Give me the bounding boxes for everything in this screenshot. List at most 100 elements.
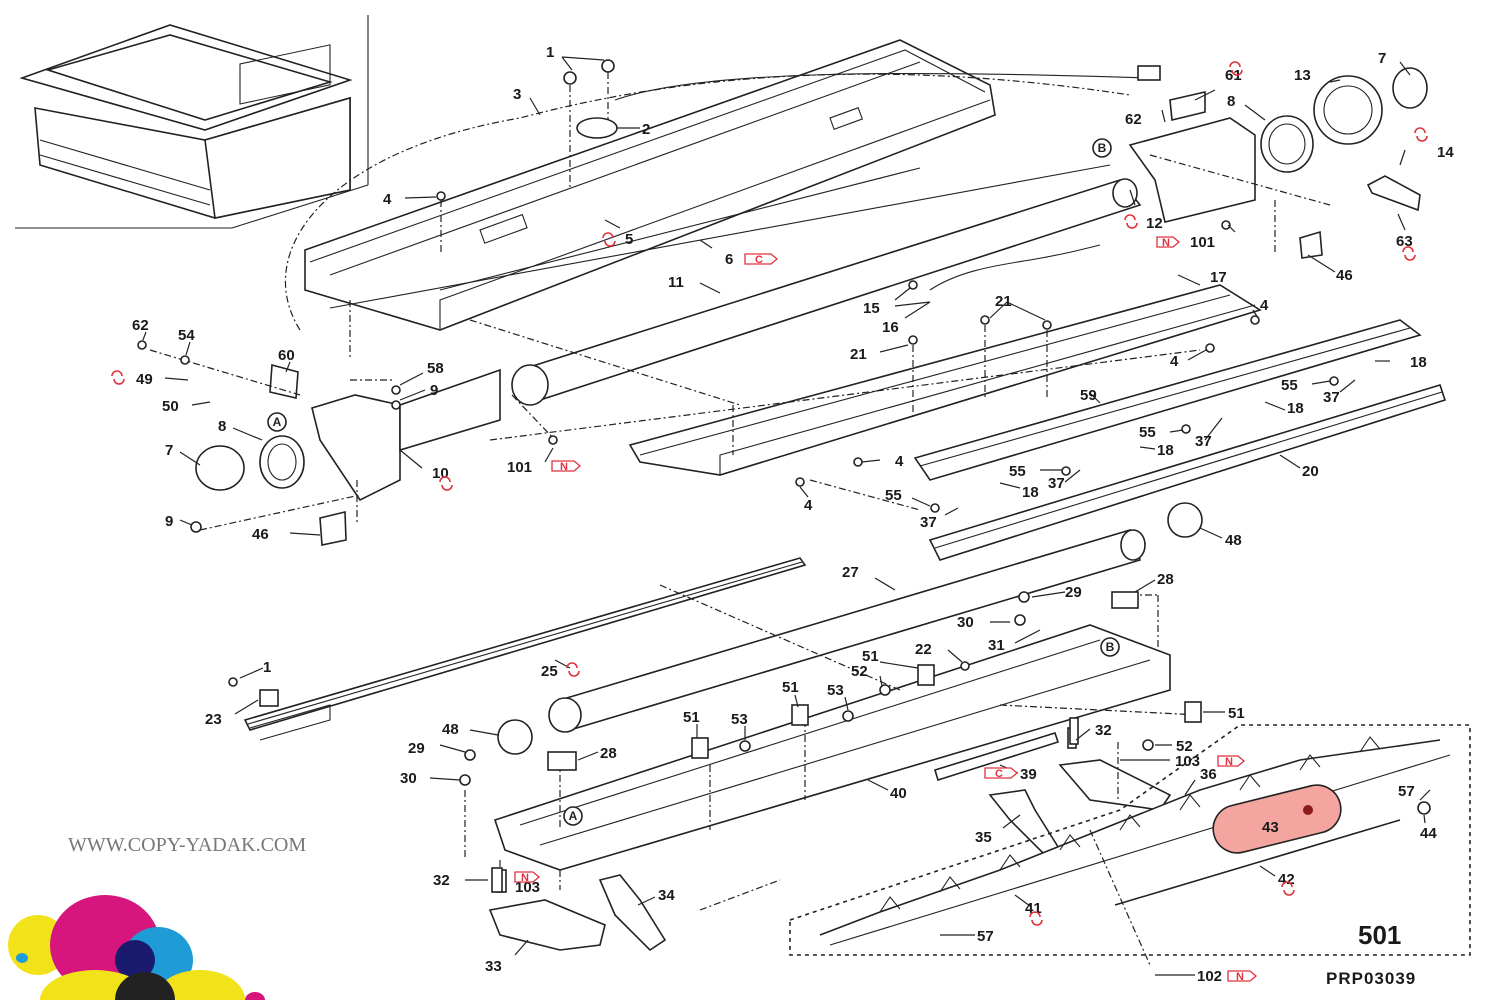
label-part-102: 102	[1197, 968, 1222, 985]
label-part-18: 18	[1287, 400, 1304, 417]
label-part-55: 55	[885, 487, 902, 504]
part-6-shaft	[439, 167, 921, 291]
cmyk-logo	[8, 895, 265, 1000]
label-part-9: 9	[430, 382, 438, 399]
label-part-4: 4	[1260, 297, 1269, 314]
label-part-3: 3	[513, 86, 521, 103]
label-part-37: 37	[1048, 475, 1065, 492]
label-part-37: 37	[1195, 433, 1212, 450]
part-17-bracket	[628, 244, 1262, 476]
label-part-25: 25	[541, 663, 558, 680]
label-part-4: 4	[383, 191, 392, 208]
label-part-29: 29	[408, 740, 425, 757]
part-20-rail	[928, 384, 1447, 561]
label-part-5: 5	[625, 231, 633, 248]
part-40-lower-frame	[493, 624, 1171, 871]
circled-ref-A-lower: A	[563, 806, 583, 826]
reference-code: PRP03039	[1326, 969, 1416, 988]
part-10-left-bracket	[195, 363, 501, 546]
label-part-57: 57	[977, 928, 994, 945]
label-part-54: 54	[178, 327, 195, 344]
label-part-53: 53	[827, 682, 844, 699]
label-part-103: 103	[515, 879, 540, 896]
n-badge: N	[1156, 236, 1181, 249]
c-badge: C	[984, 767, 1019, 780]
label-part-32: 32	[1095, 722, 1112, 739]
label-part-63: 63	[1396, 233, 1413, 250]
label-part-29: 29	[1065, 584, 1082, 601]
cycle-icon	[566, 662, 580, 677]
part-44-washer	[1417, 801, 1431, 815]
group-501-boundary	[789, 724, 1471, 956]
cycle-icon	[1281, 881, 1295, 896]
label-part-8: 8	[1227, 93, 1235, 110]
n-badge: N	[1227, 970, 1258, 983]
cycle-badges	[111, 61, 1428, 926]
label-part-39: 39	[1020, 766, 1037, 783]
label-part-1: 1	[263, 659, 271, 676]
label-part-46: 46	[252, 526, 269, 543]
label-part-4: 4	[1170, 353, 1179, 370]
label-part-30: 30	[957, 614, 974, 631]
part-27-roller	[497, 502, 1203, 755]
lower-lever-assemblies	[488, 727, 1172, 952]
c-badge: C	[744, 253, 779, 266]
label-part-60: 60	[278, 347, 295, 364]
label-part-50: 50	[162, 398, 179, 415]
assembly-lines	[149, 154, 1331, 966]
cycle-icon	[1402, 246, 1416, 261]
part-59-guide	[913, 319, 1422, 481]
watermark-text: WWW.COPY-YADAK.COM	[68, 834, 306, 856]
label-part-101: 101	[1190, 234, 1215, 251]
label-part-28: 28	[1157, 571, 1174, 588]
part-labels: 1 2 3 4 5 6 11 7 13 61 62 8 14 12 101 63…	[132, 44, 1454, 985]
n-badge: N	[551, 460, 582, 473]
label-part-35: 35	[975, 829, 992, 846]
svg-text:A: A	[273, 415, 282, 429]
label-part-62: 62	[132, 317, 149, 334]
label-part-48: 48	[1225, 532, 1242, 549]
n-badges: N N N N N	[514, 236, 1258, 983]
cycle-icon	[1229, 61, 1243, 76]
svg-text:N: N	[1225, 756, 1233, 768]
cycle-icon	[602, 232, 616, 247]
label-part-18: 18	[1410, 354, 1427, 371]
svg-text:B: B	[1106, 640, 1115, 654]
label-part-14: 14	[1437, 144, 1454, 161]
label-part-51: 51	[862, 648, 879, 665]
cycle-icon	[1124, 214, 1138, 229]
part-39-strip	[934, 732, 1060, 782]
part-11-roller	[329, 164, 1142, 406]
part-5-upper-cover	[304, 39, 996, 331]
label-part-58: 58	[427, 360, 444, 377]
label-part-6: 6	[725, 251, 733, 268]
label-part-52: 52	[851, 663, 868, 680]
svg-text:N: N	[560, 461, 568, 473]
label-part-11: 11	[668, 274, 684, 291]
label-part-44: 44	[1420, 825, 1437, 842]
label-part-55: 55	[1139, 424, 1156, 441]
label-part-23: 23	[205, 711, 222, 728]
label-part-61: 61	[1225, 67, 1242, 84]
label-part-37: 37	[920, 514, 937, 531]
label-part-34: 34	[658, 887, 675, 904]
label-part-40: 40	[890, 785, 907, 802]
n-badge: N	[514, 871, 541, 884]
label-part-55: 55	[1009, 463, 1026, 480]
label-part-48: 48	[442, 721, 459, 738]
svg-text:N: N	[1236, 971, 1244, 983]
label-part-55: 55	[1281, 377, 1298, 394]
label-part-8: 8	[218, 418, 226, 435]
part-41-serrated-guide	[819, 736, 1451, 946]
label-part-36: 36	[1200, 766, 1217, 783]
part-42-shaft	[1114, 819, 1401, 906]
cycle-icon	[439, 476, 453, 491]
label-part-43: 43	[1262, 819, 1279, 836]
wire-harness	[614, 72, 1151, 101]
label-part-51: 51	[683, 709, 700, 726]
label-part-51: 51	[1228, 705, 1245, 722]
label-part-7: 7	[1378, 50, 1386, 67]
label-part-22: 22	[915, 641, 932, 658]
fasteners	[137, 191, 1339, 893]
